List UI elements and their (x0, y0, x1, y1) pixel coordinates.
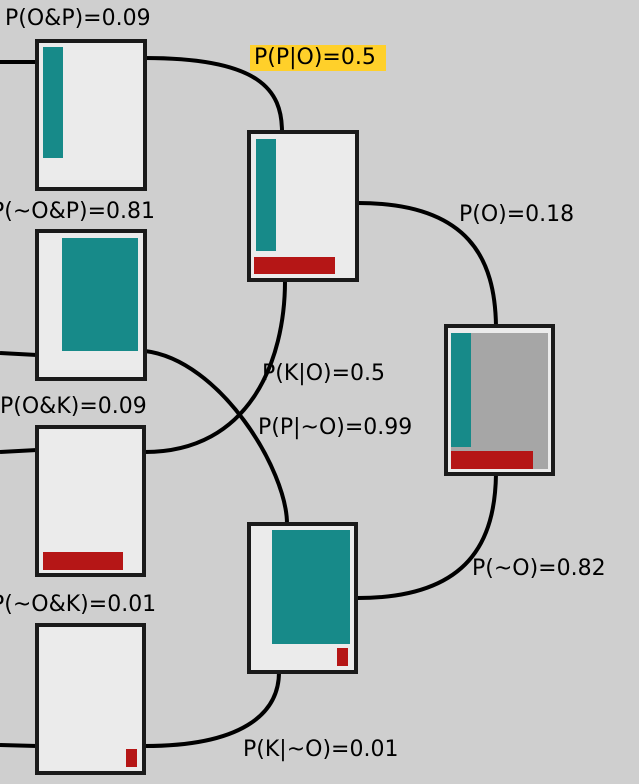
node-root-teal-bar (451, 333, 471, 447)
node-not-o-and-p-teal-bar (62, 238, 138, 351)
label-p-k-given-o: P(K|O)=0.5 (262, 361, 386, 386)
node-o-and-p-teal-bar (43, 47, 63, 158)
edge-left-not-o-and-k (0, 743, 38, 748)
edge-root-to-not-o (357, 473, 498, 600)
edge-left-not-o-and-p (0, 351, 38, 357)
node-not-o (247, 522, 358, 674)
label-p-o-and-p: P(O&P)=0.09 (5, 6, 151, 31)
label-p-k-given-not-o: P(K|~O)=0.01 (243, 737, 399, 762)
edge-o-to-o-and-k (144, 280, 287, 454)
node-o-and-p (35, 39, 147, 191)
node-root (444, 324, 555, 476)
edge-not-o-to-not-o-and-p (144, 349, 289, 525)
edges (0, 56, 498, 748)
node-o-and-k (35, 425, 146, 577)
label-p-o-and-k: P(O&K)=0.09 (0, 394, 147, 419)
node-not-o-and-k (35, 623, 146, 775)
node-o-and-k-red-bar (43, 552, 123, 570)
edge-o-to-o-and-p (144, 56, 284, 133)
edge-root-to-o (357, 201, 498, 327)
node-o (247, 130, 359, 282)
label-p-not-o: P(~O)=0.82 (472, 556, 606, 581)
node-not-o-and-k-frame (35, 623, 146, 775)
node-not-o-teal-bar (272, 530, 350, 644)
node-o-and-k-frame (35, 425, 146, 577)
node-o-red-bar (254, 257, 335, 274)
node-root-red-bar (451, 451, 533, 469)
node-not-o-red-bar (337, 648, 348, 666)
label-p-o: P(O)=0.18 (459, 202, 575, 227)
label-p-p-given-not-o: P(P|~O)=0.99 (258, 415, 413, 440)
node-not-o-and-k-red-bar (126, 749, 137, 767)
label-p-not-o-and-p: P(~O&P)=0.81 (0, 199, 156, 224)
node-o-teal-bar (256, 139, 276, 251)
node-not-o-and-p (35, 229, 147, 381)
label-p-not-o-and-k: P(~O&K)=0.01 (0, 592, 157, 617)
edge-not-o-to-not-o-and-k (144, 671, 281, 748)
nodes (35, 39, 555, 775)
label-p-p-given-o: P(P|O)=0.5 (250, 45, 386, 71)
edge-left-o-and-k (0, 448, 38, 454)
